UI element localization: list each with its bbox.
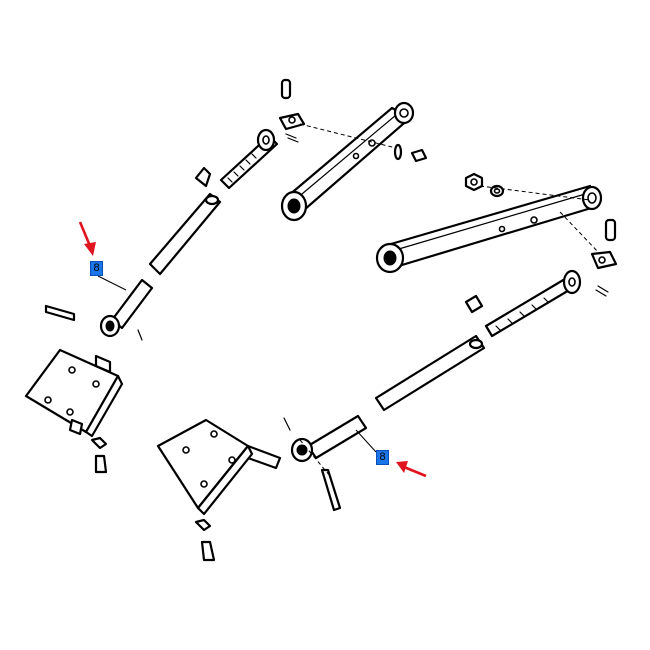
callout-leader-left (97, 275, 127, 291)
indicator-arrow-left (78, 221, 96, 256)
mounting-bracket-left (24, 348, 124, 474)
upper-arm-hardware (278, 78, 428, 163)
callout-leader-right (355, 429, 377, 453)
lift-rod-lower (374, 269, 582, 412)
stabilizer-link-right (283, 414, 368, 512)
callout-label-right: 8 (376, 450, 389, 465)
stabilizer-link-left (44, 278, 154, 341)
callout-label-left: 8 (90, 261, 103, 276)
lower-link-arm-upper (280, 101, 415, 222)
indicator-arrow-right (396, 461, 427, 478)
mounting-bracket-right (156, 418, 282, 562)
lower-link-arm-right (375, 184, 603, 274)
lift-rod-upper (148, 128, 279, 276)
right-arm-hardware (464, 172, 618, 297)
